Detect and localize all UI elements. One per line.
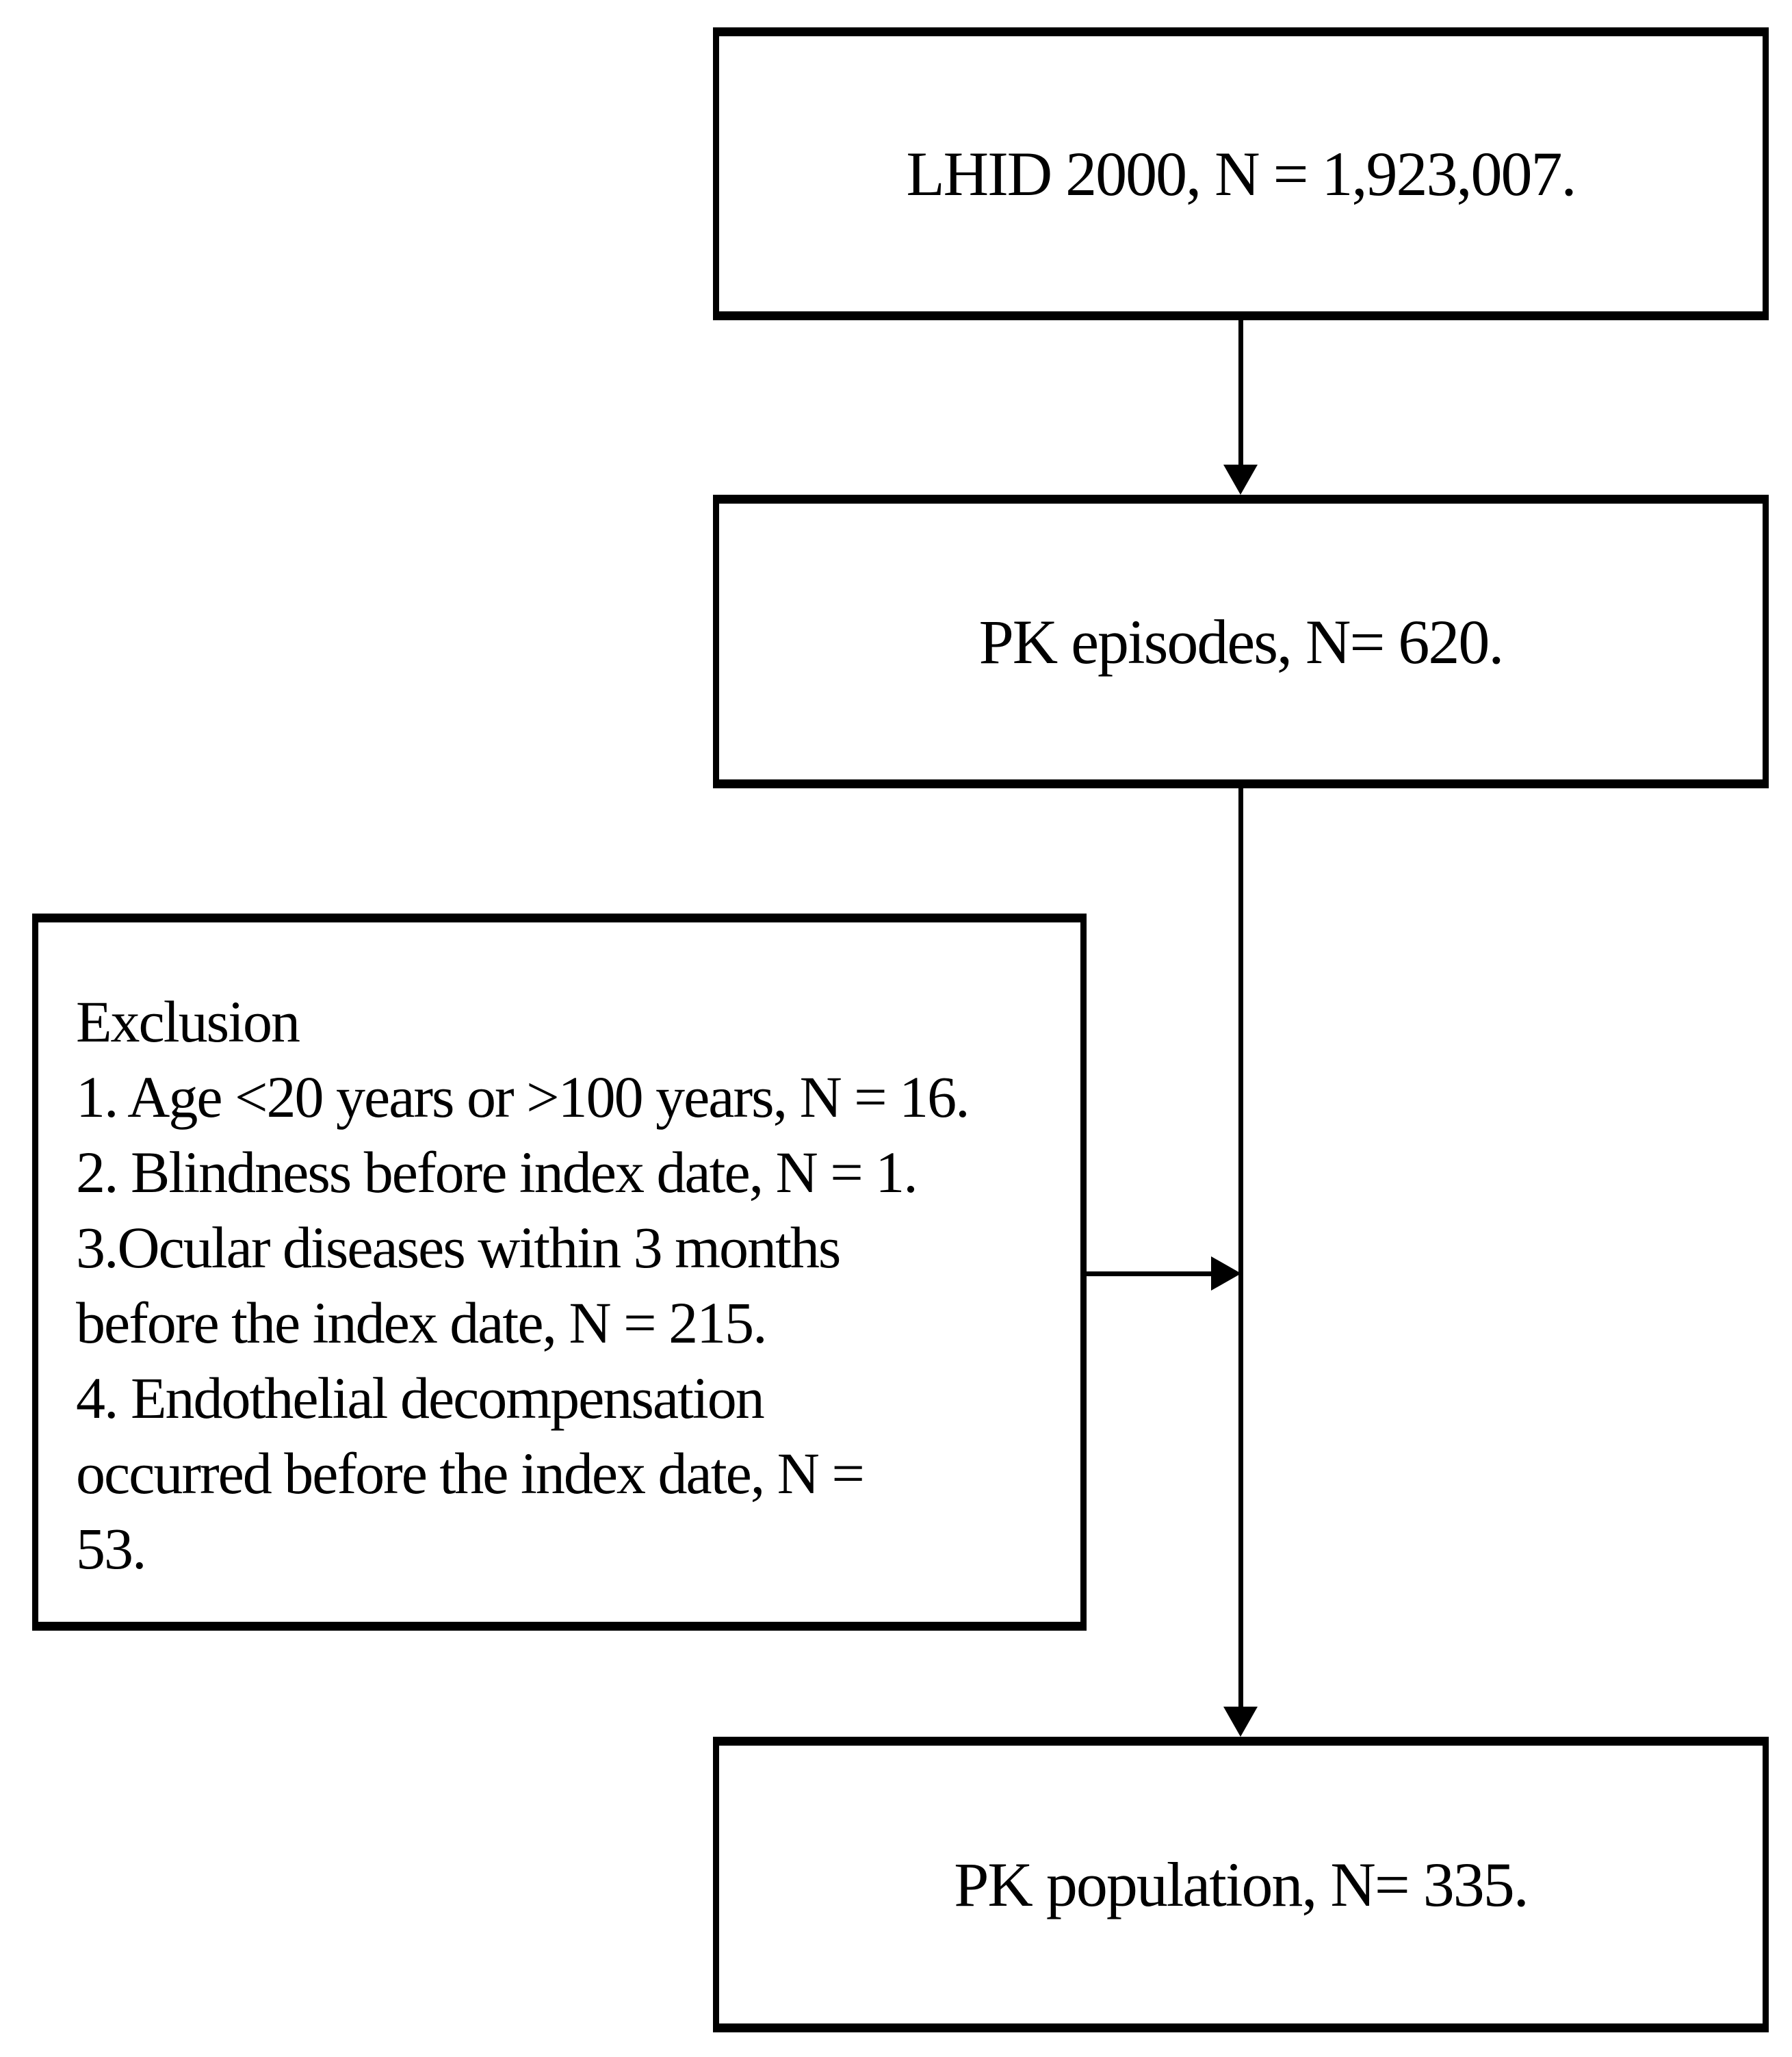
box-lhid-2000-label: LHID 2000, N = 1,923,007.: [906, 139, 1576, 209]
box-pk-population-label: PK population, N= 335.: [954, 1850, 1529, 1919]
arrow-lhid-to-episodes-stem: [1238, 320, 1243, 472]
arrow-episodes-to-population-stem: [1238, 788, 1243, 1712]
arrowhead-right-icon: [1211, 1256, 1241, 1291]
box-lhid-2000: LHID 2000, N = 1,923,007.: [713, 27, 1769, 320]
box-pk-episodes: PK episodes, N= 620.: [713, 495, 1769, 788]
exclusion-line: 3.Ocular diseases within 3 months: [76, 1215, 841, 1280]
arrowhead-down-icon: [1223, 465, 1258, 495]
exclusion-title: Exclusion: [76, 989, 300, 1055]
exclusion-line: 4. Endothelial decompensation: [76, 1365, 765, 1431]
arrowhead-down-icon: [1223, 1707, 1258, 1737]
exclusion-line: occurred before the index date, N =: [76, 1440, 865, 1506]
exclusion-line: 53.: [76, 1516, 147, 1581]
exclusion-line: 1. Age <20 years or >100 years, N = 16.: [76, 1064, 970, 1130]
exclusion-line: 2. Blindness before index date, N = 1.: [76, 1139, 918, 1205]
exclusion-line: before the index date, N = 215.: [76, 1290, 768, 1356]
arrow-exclusion-to-flow-stem: [1087, 1271, 1214, 1276]
box-pk-population: PK population, N= 335.: [713, 1737, 1769, 2032]
box-pk-episodes-label: PK episodes, N= 620.: [978, 606, 1505, 677]
box-exclusion: Exclusion 1. Age <20 years or >100 years…: [32, 914, 1087, 1631]
